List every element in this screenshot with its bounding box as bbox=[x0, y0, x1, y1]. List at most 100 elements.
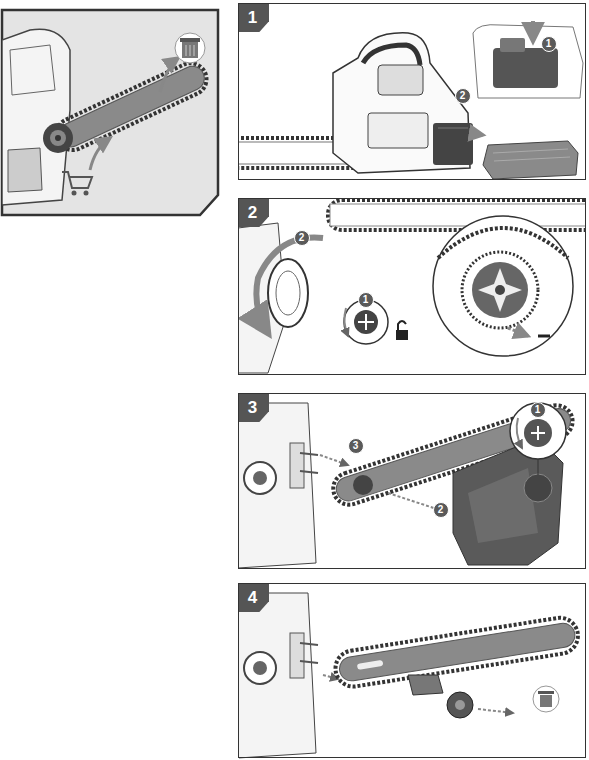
illustration-part bbox=[354, 310, 378, 334]
illustration-part bbox=[50, 130, 66, 146]
illustration-part bbox=[190, 45, 191, 56]
illustration-part bbox=[51, 58, 211, 155]
illustration-part bbox=[182, 42, 198, 58]
illustration-part bbox=[72, 191, 77, 196]
illustration-part bbox=[256, 238, 323, 334]
illustration-part bbox=[10, 45, 55, 95]
illustration-part bbox=[2, 10, 218, 215]
illustration-part bbox=[538, 691, 554, 694]
illustration-part bbox=[175, 33, 205, 63]
illustration-part bbox=[524, 474, 552, 502]
callout-number: 1 bbox=[546, 39, 552, 49]
illustration-part bbox=[290, 443, 304, 488]
illustration-part bbox=[244, 462, 276, 494]
illustration-part bbox=[493, 149, 568, 153]
illustration-part bbox=[253, 661, 267, 675]
illustration-part bbox=[55, 135, 61, 141]
illustration-part bbox=[8, 148, 42, 192]
illustration-part bbox=[239, 401, 577, 568]
callout-number: 3 bbox=[353, 441, 359, 451]
illustration-part bbox=[239, 403, 316, 568]
illustration-part bbox=[244, 652, 276, 684]
illustration-part bbox=[186, 45, 187, 56]
illustration-part bbox=[455, 700, 465, 710]
illustration-part bbox=[2, 29, 212, 205]
callout-number: 1 bbox=[363, 295, 369, 305]
illustration-part bbox=[300, 471, 318, 473]
illustration-part bbox=[447, 692, 473, 718]
step-panel: 4 bbox=[238, 583, 586, 758]
step-number: 4 bbox=[239, 584, 269, 612]
callout-circle: 1 bbox=[541, 36, 557, 52]
illustration-part bbox=[495, 285, 505, 295]
cover-removal-figure bbox=[238, 401, 577, 568]
illustration-part bbox=[378, 65, 423, 95]
callout-number: 2 bbox=[438, 505, 444, 515]
illustration-part bbox=[470, 133, 483, 135]
illustration-part bbox=[353, 475, 373, 495]
step-panel: 1 1 2 bbox=[238, 3, 586, 180]
illustration-part bbox=[478, 268, 522, 312]
illustration-part bbox=[300, 643, 318, 645]
illustration-part bbox=[500, 38, 525, 52]
illustration-part bbox=[473, 25, 583, 98]
callout-number: 2 bbox=[460, 91, 466, 101]
illustration-part bbox=[290, 633, 304, 678]
illustration-part bbox=[408, 675, 443, 695]
illustration-part bbox=[194, 45, 195, 56]
illustration-part bbox=[268, 259, 308, 327]
illustration-part bbox=[239, 200, 585, 373]
step-panel: 3132 bbox=[238, 393, 586, 569]
illustration-part bbox=[276, 271, 300, 315]
illustration-part bbox=[358, 314, 374, 330]
illustration-part bbox=[43, 123, 73, 153]
callout-circle: 2 bbox=[433, 502, 449, 518]
illustration-part bbox=[462, 252, 538, 328]
illustration-part bbox=[55, 62, 208, 151]
illustration-part bbox=[538, 459, 539, 475]
illustration-part bbox=[344, 308, 348, 336]
illustration-part bbox=[508, 328, 528, 336]
illustration-part bbox=[531, 21, 535, 41]
illustration-part bbox=[478, 709, 513, 713]
illustration-part bbox=[510, 403, 566, 459]
step-panel: 221 bbox=[238, 198, 586, 375]
knob-loosening-figure bbox=[238, 200, 589, 373]
step-number: 3 bbox=[239, 394, 269, 422]
illustration-part bbox=[357, 660, 384, 670]
illustration-part bbox=[483, 141, 578, 179]
step-number: 1 bbox=[239, 4, 269, 32]
callout-circle: 2 bbox=[294, 230, 310, 246]
illustration-part bbox=[494, 157, 570, 161]
illustration-part bbox=[368, 113, 428, 148]
illustration-part bbox=[493, 48, 558, 88]
illustration-part bbox=[239, 21, 583, 179]
illustration-part bbox=[320, 455, 348, 465]
illustration-part bbox=[524, 419, 552, 447]
callout-circle: 3 bbox=[348, 438, 364, 454]
illustration-part bbox=[90, 138, 110, 170]
illustration-part bbox=[333, 615, 581, 689]
illustration-part bbox=[363, 45, 420, 65]
illustration-part bbox=[160, 58, 178, 92]
bar-chain-removal-figure bbox=[238, 593, 581, 758]
illustration-part bbox=[433, 123, 473, 165]
illustration-part bbox=[396, 330, 408, 340]
battery-removal-figure bbox=[232, 21, 583, 179]
illustration-part bbox=[472, 262, 528, 318]
illustration-part bbox=[540, 695, 552, 707]
illustration-part bbox=[333, 615, 581, 689]
illustration-part bbox=[531, 426, 545, 440]
illustration-part bbox=[438, 128, 468, 129]
overview-panel bbox=[2, 10, 218, 215]
illustration-part bbox=[433, 216, 573, 356]
callout-circle: 2 bbox=[455, 88, 471, 104]
illustration-part bbox=[398, 321, 406, 330]
illustration-part bbox=[300, 453, 318, 455]
illustration-part bbox=[533, 686, 559, 712]
illustration-part bbox=[84, 191, 89, 196]
illustration-part bbox=[517, 418, 522, 448]
illustration-part bbox=[180, 38, 200, 42]
